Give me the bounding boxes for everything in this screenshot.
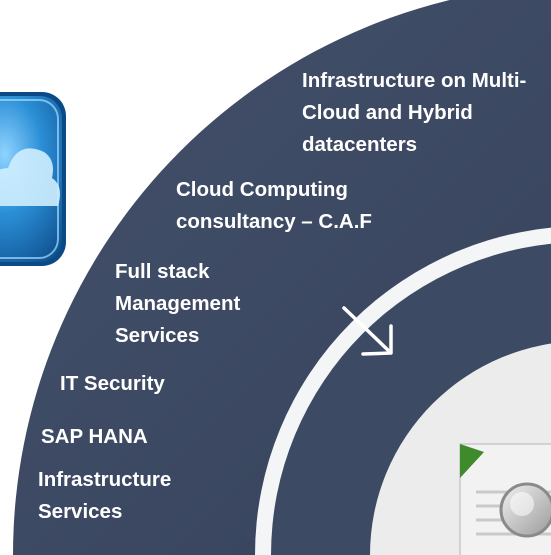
cloud-icon (0, 92, 66, 266)
label-full-stack-management: Full stack Management Services (115, 256, 240, 352)
label-cloud-computing-consultancy: Cloud Computing consultancy – C.A.F (176, 174, 372, 238)
label-line: consultancy – C.A.F (176, 210, 372, 233)
label-line: Services (38, 500, 123, 523)
label-line: datacenters (302, 133, 418, 156)
label-line: Cloud and Hybrid (302, 101, 473, 124)
label-line: IT Security (60, 372, 165, 395)
label-line: Services (115, 324, 200, 347)
label-line: Infrastructure (38, 468, 172, 491)
label-infrastructure-services: Infrastructure Services (38, 464, 171, 528)
label-it-security: IT Security (60, 368, 165, 400)
label-sap-hana: SAP HANA (41, 421, 148, 453)
label-line: SAP HANA (41, 425, 148, 448)
label-line: Management (115, 292, 241, 315)
label-line: Cloud Computing (176, 178, 348, 201)
label-line: Infrastructure on Multi- (302, 69, 527, 92)
arrow-down-right-icon (342, 306, 393, 356)
label-infrastructure-multi-cloud: Infrastructure on Multi- Cloud and Hybri… (302, 65, 526, 161)
document-icon (459, 443, 551, 555)
label-line: Full stack (115, 260, 210, 283)
